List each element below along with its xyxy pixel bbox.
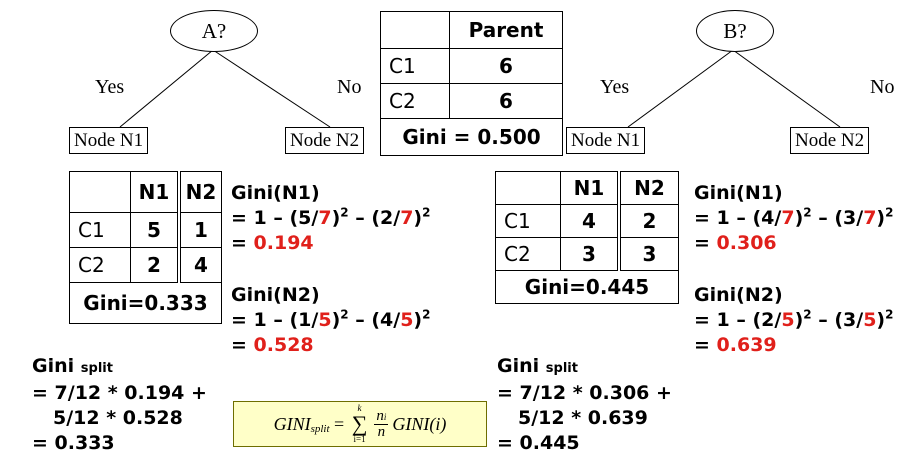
- split-b-gini-n1-calc: Gini(N1) = 1 – (4/7)2 – (3/7)2 = 0.306: [694, 181, 893, 256]
- split-a-cell-n2: 1: [177, 212, 222, 248]
- split-a-gini-n1-calc: Gini(N1) = 1 – (5/7)2 – (2/7)2 = 0.194: [231, 181, 430, 256]
- parent-row-value: 6: [449, 83, 563, 119]
- tree-b-yes-label: Yes: [600, 76, 630, 98]
- split-a-gini: Gini=0.333: [69, 282, 222, 324]
- split-b-gini-split-line3: = 0.445: [497, 432, 580, 454]
- split-a-cell-n2: 4: [177, 247, 222, 283]
- split-b-gini-n1-equation: = 1 – (4/7)2 – (3/7)2: [694, 205, 894, 229]
- split-a-header-n1: N1: [130, 171, 180, 213]
- split-a-gini-n1-title: Gini(N1): [231, 182, 320, 204]
- split-b-cell-n2: 2: [617, 204, 679, 238]
- split-a-cell-n1: 2: [130, 247, 180, 283]
- split-b-gini-n2-result: = 0.639: [694, 334, 777, 356]
- tree-a-yes-label: Yes: [95, 76, 125, 98]
- split-b-gini-n2-equation: = 1 – (2/5)2 – (3/5)2: [694, 307, 894, 331]
- tree-b-question-node: B?: [696, 10, 774, 52]
- split-b-table: N1 N2 C1 4 2 C2 3 3 Gini=0.445: [495, 171, 679, 304]
- split-a-row-label: C2: [69, 247, 131, 283]
- split-b-gini-n1-title: Gini(N1): [694, 182, 783, 204]
- split-a-header-n2: N2: [177, 171, 222, 213]
- formula-lhs: GINI: [273, 413, 311, 434]
- split-a-cell-n1: 5: [130, 212, 180, 248]
- split-a-gini-n1-result: = 0.194: [231, 232, 314, 254]
- formula-lhs-subscript: split: [310, 423, 330, 435]
- formula-rhs: GINI(i): [392, 413, 447, 434]
- parent-gini: Gini = 0.500: [380, 118, 563, 156]
- tree-b-left-leaf: Node N1: [566, 127, 646, 154]
- split-a-gini-n2-title: Gini(N2): [231, 284, 320, 306]
- tree-b-right-leaf: Node N2: [790, 127, 870, 154]
- split-b-gini-split-line2: 5/12 * 0.639: [518, 407, 648, 429]
- split-a-gini-n2-equation: = 1 – (1/5)2 – (4/5)2: [231, 307, 431, 331]
- split-a-gini-split-line3: = 0.333: [32, 432, 115, 454]
- tree-a-question-node: A?: [170, 10, 258, 52]
- split-a-gini-split-line1: = 7/12 * 0.194 +: [32, 382, 207, 404]
- gini-split-formula: GINI split = k ∑ i=1 ni n GINI(i): [233, 401, 487, 447]
- tree-a-yes-branch: [119, 49, 214, 128]
- split-a-gini-n1-equation: = 1 – (5/7)2 – (2/7)2: [231, 205, 431, 229]
- parent-row-label: C1: [380, 48, 450, 84]
- split-b-cell-n2: 3: [617, 237, 679, 271]
- split-a-gini-split-calc: Gini split = 7/12 * 0.194 + 5/12 * 0.528…: [32, 354, 207, 456]
- parent-row-value: 6: [449, 48, 563, 84]
- tree-b-no-branch: [732, 49, 841, 128]
- split-b-cell-n1: 4: [560, 204, 620, 238]
- split-b-gini-n2-calc: Gini(N2) = 1 – (2/5)2 – (3/5)2 = 0.639: [694, 283, 893, 358]
- split-b-gini-split-line1: = 7/12 * 0.306 +: [497, 382, 672, 404]
- split-a-gini-split-line2: 5/12 * 0.528: [53, 407, 183, 429]
- formula-equals: =: [329, 413, 349, 434]
- tree-a-right-leaf: Node N2: [285, 127, 365, 154]
- tree-a-left-leaf: Node N1: [69, 127, 149, 154]
- split-b-header-n2: N2: [617, 171, 679, 205]
- split-a-gini-n2-calc: Gini(N2) = 1 – (1/5)2 – (4/5)2 = 0.528: [231, 283, 430, 358]
- parent-row-label: C2: [380, 83, 450, 119]
- split-a-gini-split-title: Gini split: [32, 355, 113, 377]
- formula-fraction: ni n: [374, 407, 389, 440]
- split-b-row-label: C1: [495, 204, 561, 238]
- split-b-header-n1: N1: [560, 171, 620, 205]
- formula-summation: k ∑ i=1: [351, 403, 368, 444]
- parent-table: Parent C1 6 C2 6 Gini = 0.500: [380, 11, 563, 156]
- split-b-cell-n1: 3: [560, 237, 620, 271]
- split-a-table: N1 N2 C1 5 1 C2 2 4 Gini=0.333: [69, 171, 222, 324]
- parent-header: Parent: [449, 11, 563, 49]
- tree-b-no-label: No: [870, 76, 895, 98]
- split-b-row-label: C2: [495, 237, 561, 271]
- split-b-gini-split-title: Gini split: [497, 355, 578, 377]
- split-a-row-label: C1: [69, 212, 131, 248]
- tree-b-yes-branch: [627, 49, 734, 128]
- split-b-gini-n1-result: = 0.306: [694, 232, 777, 254]
- split-b-gini-split-calc: Gini split = 7/12 * 0.306 + 5/12 * 0.639…: [497, 354, 672, 456]
- tree-a-no-label: No: [337, 76, 362, 98]
- split-b-gini: Gini=0.445: [495, 270, 679, 304]
- split-a-gini-n2-result: = 0.528: [231, 334, 314, 356]
- split-b-gini-n2-title: Gini(N2): [694, 284, 783, 306]
- tree-a-no-branch: [212, 49, 331, 128]
